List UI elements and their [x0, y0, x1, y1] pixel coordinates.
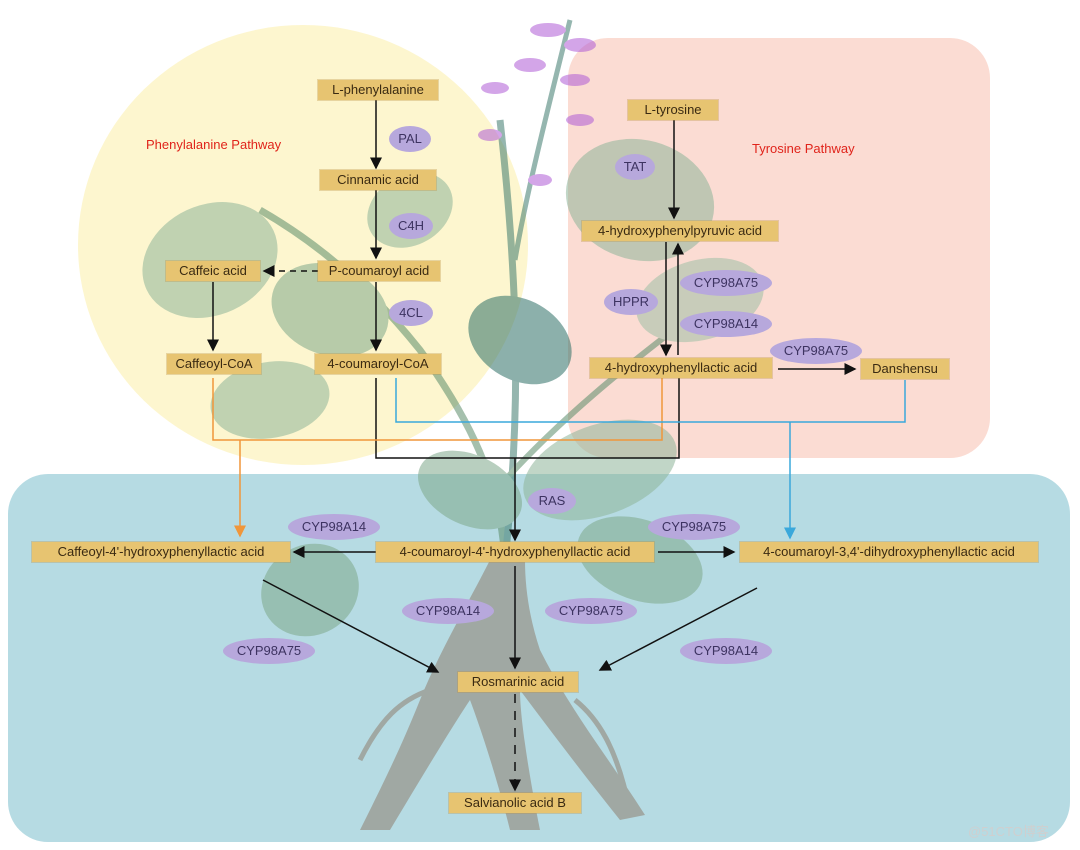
node-cinnamic-acid: Cinnamic acid — [320, 170, 436, 190]
enzyme-ras: RAS — [528, 488, 576, 514]
enzyme-hppr: HPPR — [604, 289, 658, 315]
phenylalanine-pathway-label: Phenylalanine Pathway — [146, 137, 282, 152]
enzyme-pal: PAL — [389, 126, 431, 152]
enzyme-cyp98a75-hppa: CYP98A75 — [680, 270, 772, 296]
enzyme-c4h: C4H — [389, 213, 433, 239]
enzyme-cyp98a75-dihydroxy: CYP98A75 — [648, 514, 740, 540]
node-caffeic-acid: Caffeic acid — [166, 261, 260, 281]
connector-coumaroylcoa-to-ras — [375, 378, 680, 459]
enzyme-cyp98a14-hppa: CYP98A14 — [680, 311, 772, 337]
node-4-hydroxyphenyllactic-acid: 4-hydroxyphenyllactic acid — [590, 358, 772, 378]
enzyme-cyp98a75-left: CYP98A75 — [223, 638, 315, 664]
enzyme-cyp98a75-danshensu: CYP98A75 — [770, 338, 862, 364]
arrow-coumaroyl-dhpl-to-rosmarinic — [598, 587, 758, 671]
enzyme-cyp98a14-caffeoyl: CYP98A14 — [288, 514, 380, 540]
node-l-tyrosine: L-tyrosine — [628, 100, 718, 120]
enzyme-4cl: 4CL — [389, 300, 433, 326]
arrow-caffeoyl-hpl-to-rosmarinic — [262, 579, 440, 673]
node-coumaroyl-dihydroxyphenyllactic-acid: 4-coumaroyl-3,4'-dihydroxyphenyllactic a… — [740, 542, 1038, 562]
enzyme-cyp98a14-right: CYP98A14 — [680, 638, 772, 664]
node-danshensu: Danshensu — [861, 359, 949, 379]
node-salvianolic-acid-b: Salvianolic acid B — [449, 793, 581, 813]
node-4-hydroxyphenylpyruvic-acid: 4-hydroxyphenylpyruvic acid — [582, 221, 778, 241]
orange-route-connector — [212, 378, 663, 536]
node-p-coumaroyl-acid: P-coumaroyl acid — [318, 261, 440, 281]
node-caffeoyl-hydroxyphenyllactic-acid: Caffeoyl-4'-hydroxyphenyllactic acid — [32, 542, 290, 562]
node-rosmarinic-acid: Rosmarinic acid — [458, 672, 578, 692]
blue-route-connector — [395, 378, 906, 538]
node-caffeoyl-coa: Caffeoyl-CoA — [167, 354, 261, 374]
enzyme-tat: TAT — [615, 154, 655, 180]
node-4-coumaroyl-coa: 4-coumaroyl-CoA — [315, 354, 441, 374]
node-l-phenylalanine: L-phenylalanine — [318, 80, 438, 100]
node-coumaroyl-hydroxyphenyllactic-acid: 4-coumaroyl-4'-hydroxyphenyllactic acid — [376, 542, 654, 562]
tyrosine-pathway-label: Tyrosine Pathway — [752, 141, 855, 156]
watermark: @51CTO博客 — [968, 824, 1049, 839]
enzyme-cyp98a75-rosmarinic: CYP98A75 — [545, 598, 637, 624]
enzyme-cyp98a14-rosmarinic: CYP98A14 — [402, 598, 494, 624]
